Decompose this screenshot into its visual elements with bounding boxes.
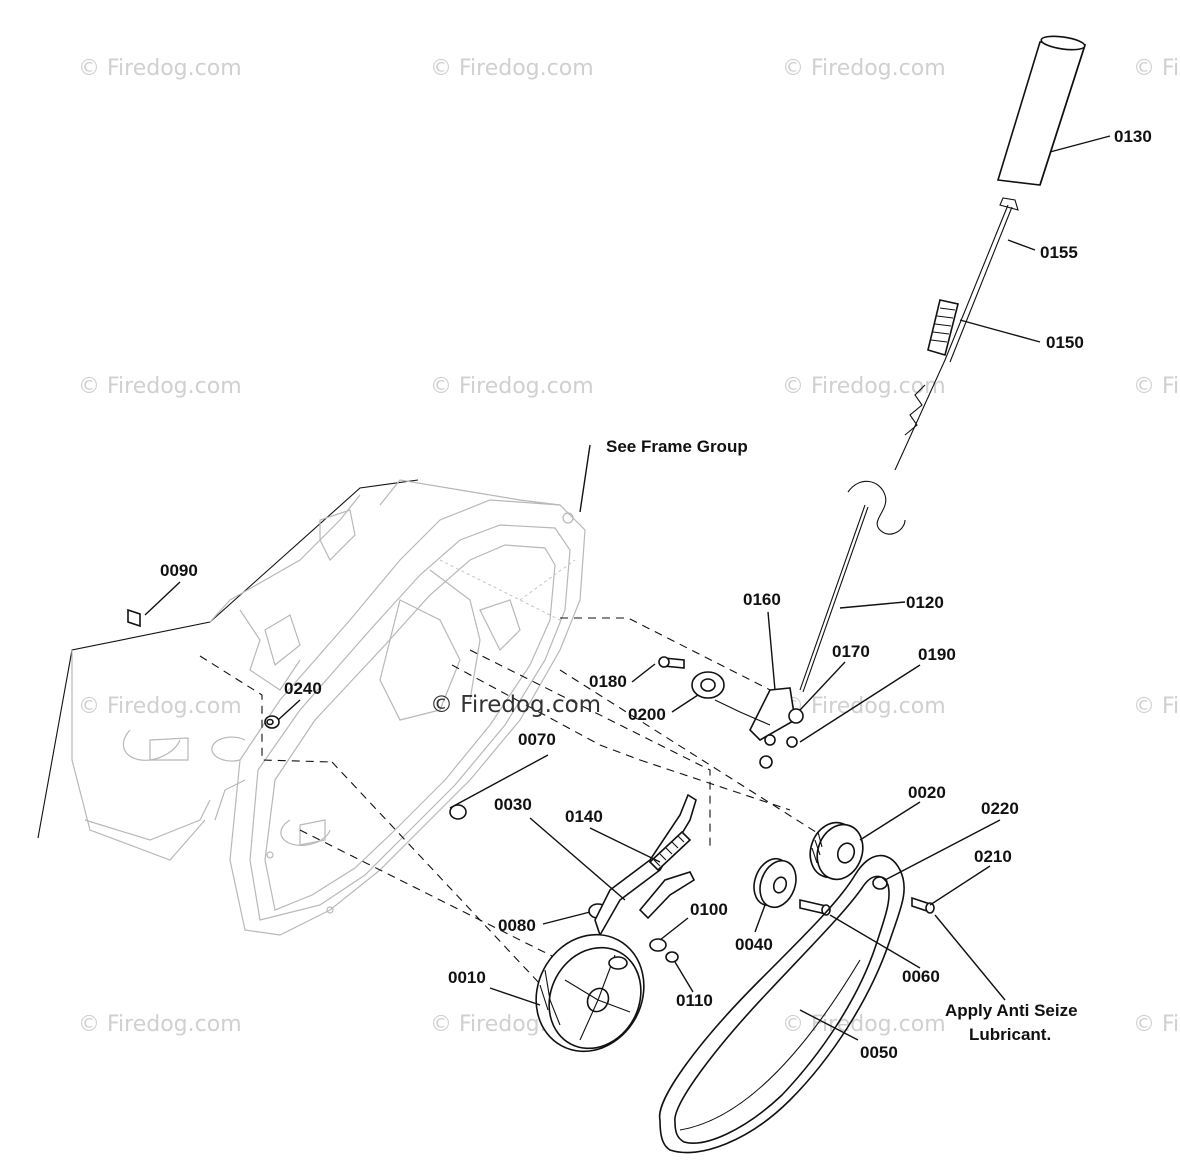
watermark: © Firedog.com — [78, 56, 242, 81]
drive-belt — [658, 854, 905, 1154]
watermark: © Firedog.com — [782, 374, 946, 399]
callout-0150: 0150 — [1046, 333, 1084, 352]
callout-0240: 0240 — [284, 679, 322, 698]
callout-0120: 0120 — [906, 593, 944, 612]
callout-0180: 0180 — [589, 672, 627, 691]
watermark: © Firedog.com — [1133, 374, 1180, 399]
callout-0220: 0220 — [981, 799, 1019, 818]
anti-seize-note-line2: Lubricant. — [969, 1025, 1051, 1044]
watermark: © Firedog.com — [78, 374, 242, 399]
watermark: © Firedog.com — [430, 374, 594, 399]
callout-0200: 0200 — [628, 705, 666, 724]
callout-0040: 0040 — [735, 935, 773, 954]
callout-0090: 0090 — [160, 561, 198, 580]
callout-0155: 0155 — [1040, 243, 1078, 262]
callout-0070: 0070 — [518, 730, 556, 749]
bracket-assembly — [658, 656, 804, 769]
drive-pulley — [535, 933, 645, 1053]
callout-0110: 0110 — [676, 991, 713, 1010]
assembly-lines — [199, 617, 861, 1001]
callout-0130: 0130 — [1114, 127, 1152, 146]
callout-0030: 0030 — [494, 795, 532, 814]
see-frame-group-note: See Frame Group — [606, 437, 748, 456]
small-hardware — [127, 608, 679, 963]
callout-0080: 0080 — [498, 916, 536, 935]
callout-0100: 0100 — [690, 900, 728, 919]
watermark: © Firedog.com — [782, 56, 946, 81]
callout-0010: 0010 — [448, 968, 486, 987]
callout-0160: 0160 — [743, 590, 781, 609]
idler-pulleys — [753, 821, 935, 916]
watermark-center: © Firedog.com — [430, 692, 601, 718]
callout-0210: 0210 — [974, 847, 1012, 866]
callout-0050: 0050 — [860, 1043, 898, 1062]
watermark: © Firedog.com — [1133, 1012, 1180, 1037]
callout-0020: 0020 — [908, 783, 946, 802]
notes: See Frame Group Apply Anti Seize Lubrica… — [606, 437, 1078, 1044]
callout-0190: 0190 — [918, 645, 956, 664]
callout-0170: 0170 — [832, 642, 870, 661]
anti-seize-note-line1: Apply Anti Seize — [945, 1001, 1078, 1020]
watermark: © Firedog.com — [782, 694, 946, 719]
watermark: © Firedog.com — [430, 56, 594, 81]
callout-labels: 0130 0155 0150 0120 0160 0170 0190 0180 … — [160, 127, 1152, 1062]
frame-ghost — [37, 479, 586, 936]
callout-0140: 0140 — [565, 807, 603, 826]
watermark: © Firedog.com — [1133, 56, 1180, 81]
idler-arm — [594, 793, 697, 937]
watermark: © Firedog.com — [782, 1012, 946, 1037]
control-handle-assembly — [799, 35, 1087, 693]
watermark: © Firedog.com — [78, 1012, 242, 1037]
callout-0060: 0060 — [902, 967, 940, 986]
watermark: © Firedog.com — [78, 694, 242, 719]
leader-lines — [144, 135, 1111, 1041]
watermark: © Firedog.com — [1133, 694, 1180, 719]
